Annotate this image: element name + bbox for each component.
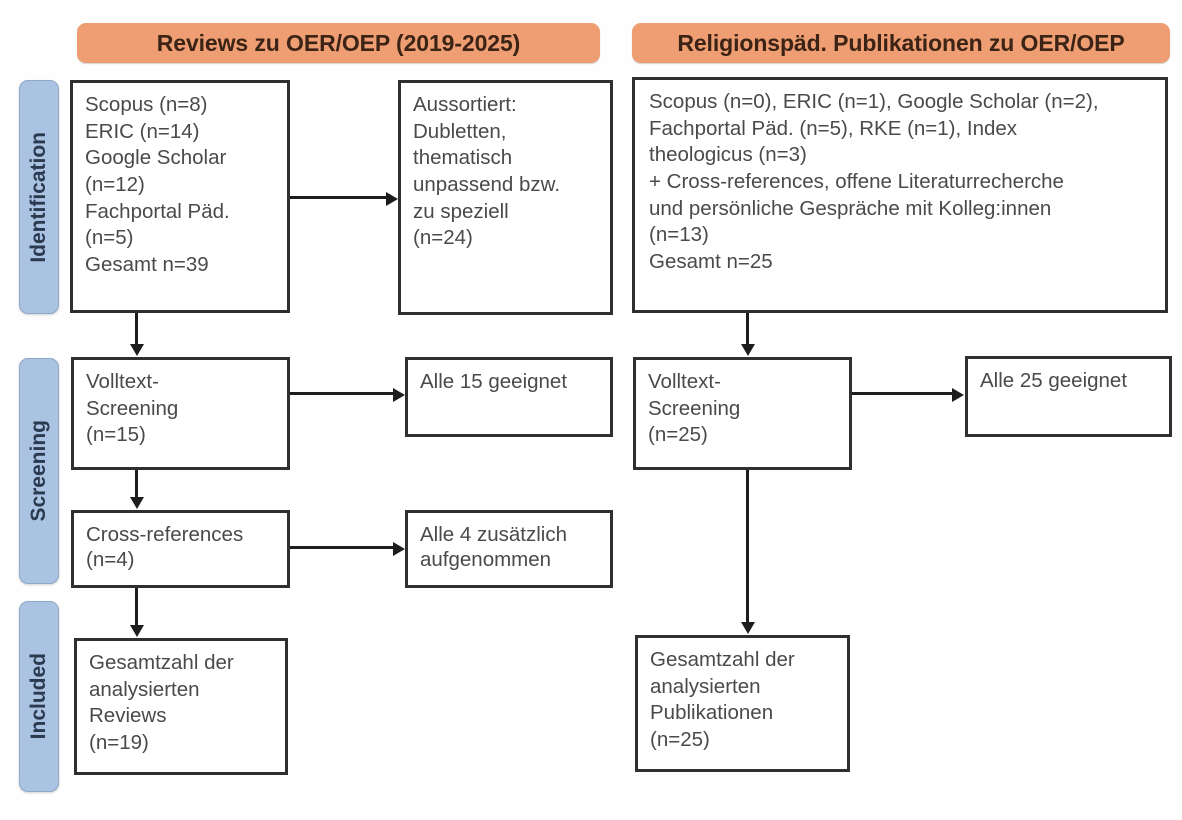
connector-right-sources-to-fulltext — [746, 313, 749, 346]
stage-pill-included: Included — [19, 601, 59, 792]
box-right-fulltext-screening: Volltext- Screening (n=25) — [633, 357, 852, 470]
column-header-left: Reviews zu OER/OEP (2019-2025) — [77, 23, 600, 63]
arrowhead-left-crossrefs-to-included — [129, 625, 144, 637]
stage-label-identification: Identification — [27, 131, 50, 263]
box-left-crossrefs-result: Alle 4 zusätzlich aufgenommen — [405, 510, 613, 588]
stage-pill-identification: Identification — [19, 80, 59, 314]
box-left-fulltext-screening: Volltext- Screening (n=15) — [71, 357, 290, 470]
connector-left-sources-to-fulltext — [135, 313, 138, 346]
connector-left-fulltext-to-crossrefs — [135, 470, 138, 498]
connector-left-crossrefs-to-included — [135, 588, 138, 626]
arrowhead-right-fulltext-to-included — [740, 622, 755, 634]
column-header-right: Religionspäd. Publikationen zu OER/OEP — [632, 23, 1170, 63]
connector-right-fulltext-to-result — [852, 392, 953, 395]
box-left-fulltext-result: Alle 15 geeignet — [405, 357, 613, 437]
connector-left-fulltext-to-result — [290, 392, 394, 395]
box-right-fulltext-result: Alle 25 geeignet — [965, 356, 1172, 437]
connector-left-crossrefs-to-result — [290, 546, 394, 549]
box-right-sources: Scopus (n=0), ERIC (n=1), Google Scholar… — [632, 77, 1168, 313]
box-right-included: Gesamtzahl der analysierten Publikatione… — [635, 635, 850, 772]
box-left-sources: Scopus (n=8) ERIC (n=14) Google Scholar … — [70, 80, 290, 313]
arrowhead-left-sources-to-excluded — [386, 191, 398, 206]
box-left-included: Gesamtzahl der analysierten Reviews (n=1… — [74, 638, 288, 775]
box-left-excluded: Aussortiert: Dubletten, thematisch unpas… — [398, 80, 613, 315]
connector-right-fulltext-to-included — [746, 470, 749, 623]
arrowhead-left-fulltext-to-result — [393, 387, 405, 402]
stage-label-screening: Screening — [27, 420, 50, 522]
arrowhead-right-fulltext-to-result — [952, 387, 964, 402]
stage-label-included: Included — [27, 653, 50, 740]
stage-pill-screening: Screening — [19, 358, 59, 584]
arrowhead-left-fulltext-to-crossrefs — [129, 497, 144, 509]
arrowhead-right-sources-to-fulltext — [740, 344, 755, 356]
arrowhead-left-sources-to-fulltext — [129, 344, 144, 356]
arrowhead-left-crossrefs-to-result — [393, 541, 405, 556]
box-left-crossrefs: Cross-references (n=4) — [71, 510, 290, 588]
connector-left-sources-to-excluded — [290, 196, 387, 199]
